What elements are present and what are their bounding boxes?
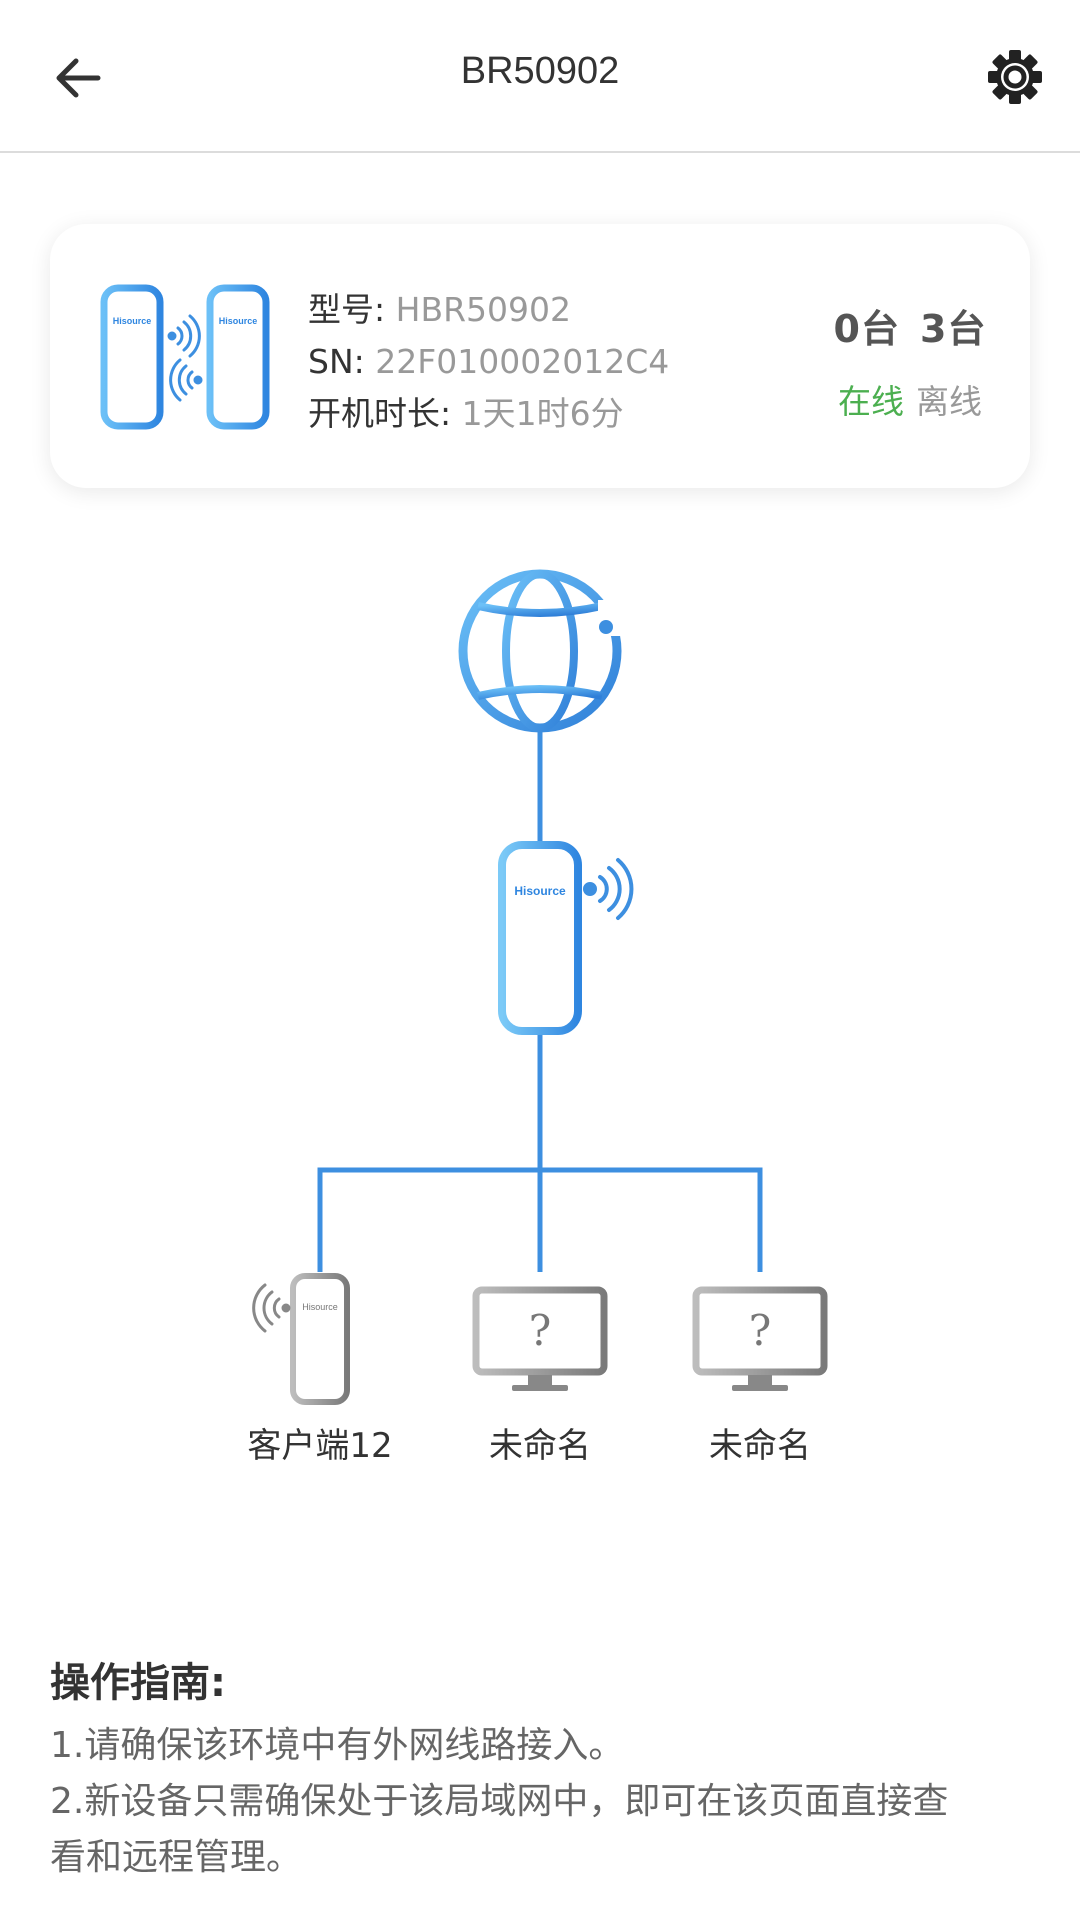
offline-count: 3台 — [920, 307, 987, 351]
internet-globe-icon — [458, 569, 626, 733]
unknown-glyph: ? — [529, 1306, 552, 1355]
guide-line: 1.请确保该环境中有外网线路接入。 — [50, 1725, 625, 1766]
back-arrow-icon[interactable] — [48, 48, 108, 108]
main-device-brand: Hisource — [514, 884, 566, 898]
device-details: 型号: HBR50902 SN: 22F010002012C4 开机时长: 1天… — [308, 284, 669, 440]
bridge-pair-icon: Hisource Hisource — [100, 284, 270, 430]
gear-icon[interactable] — [986, 48, 1044, 106]
uptime-row: 开机时长: 1天1时6分 — [308, 388, 669, 440]
main-bridge-device-icon[interactable]: Hisource — [498, 841, 634, 1035]
network-topology: Hisource Hisource ? ? — [252, 569, 828, 1405]
model-label: 型号: — [308, 290, 386, 329]
client-wifi-signal-icon — [252, 1283, 291, 1333]
client-label: 未命名 — [489, 1426, 591, 1466]
guide-line: 2.新设备只需确保处于该局域网中，即可在该页面直接查 — [50, 1781, 949, 1822]
connection-lines — [317, 730, 763, 1272]
online-label: 在线 — [838, 382, 904, 421]
unknown-computer-icon[interactable]: ? — [472, 1286, 608, 1391]
device-info-card: Hisource Hisource 型号: HBR50902 SN: 22F01… — [50, 224, 1030, 488]
online-count: 0台 — [833, 307, 900, 351]
client-bridge-device-icon[interactable]: Hisource — [252, 1273, 350, 1405]
model-value: HBR50902 — [395, 290, 571, 329]
brand-logo-right: Hisource — [219, 316, 258, 326]
brand-logo-left: Hisource — [113, 316, 152, 326]
guide-title: 操作指南: — [50, 1660, 226, 1706]
uptime-label: 开机时长: — [308, 394, 452, 433]
offline-label: 离线 — [916, 382, 982, 421]
sn-row: SN: 22F010002012C4 — [308, 336, 669, 388]
client-device-brand: Hisource — [302, 1302, 338, 1312]
uptime-value: 1天1时6分 — [461, 394, 624, 433]
guide-line: 看和远程管理。 — [50, 1837, 303, 1878]
operation-guide: 操作指南: 1.请确保该环境中有外网线路接入。 2.新设备只需确保处于该局域网中… — [50, 1650, 1030, 1886]
wifi-signal-icon — [583, 858, 634, 920]
sn-value: 22F010002012C4 — [375, 342, 670, 381]
client-label: 未命名 — [709, 1426, 811, 1466]
top-bar: BR50902 — [0, 0, 1080, 153]
client-label: 客户端12 — [247, 1426, 393, 1466]
page-title: BR50902 — [460, 50, 620, 92]
sn-label: SN: — [308, 342, 365, 381]
unknown-glyph: ? — [749, 1306, 772, 1355]
client-counts: 0台 3台 在线离线 — [810, 298, 1010, 423]
unknown-computer-icon[interactable]: ? — [692, 1286, 828, 1391]
model-row: 型号: HBR50902 — [308, 284, 669, 336]
